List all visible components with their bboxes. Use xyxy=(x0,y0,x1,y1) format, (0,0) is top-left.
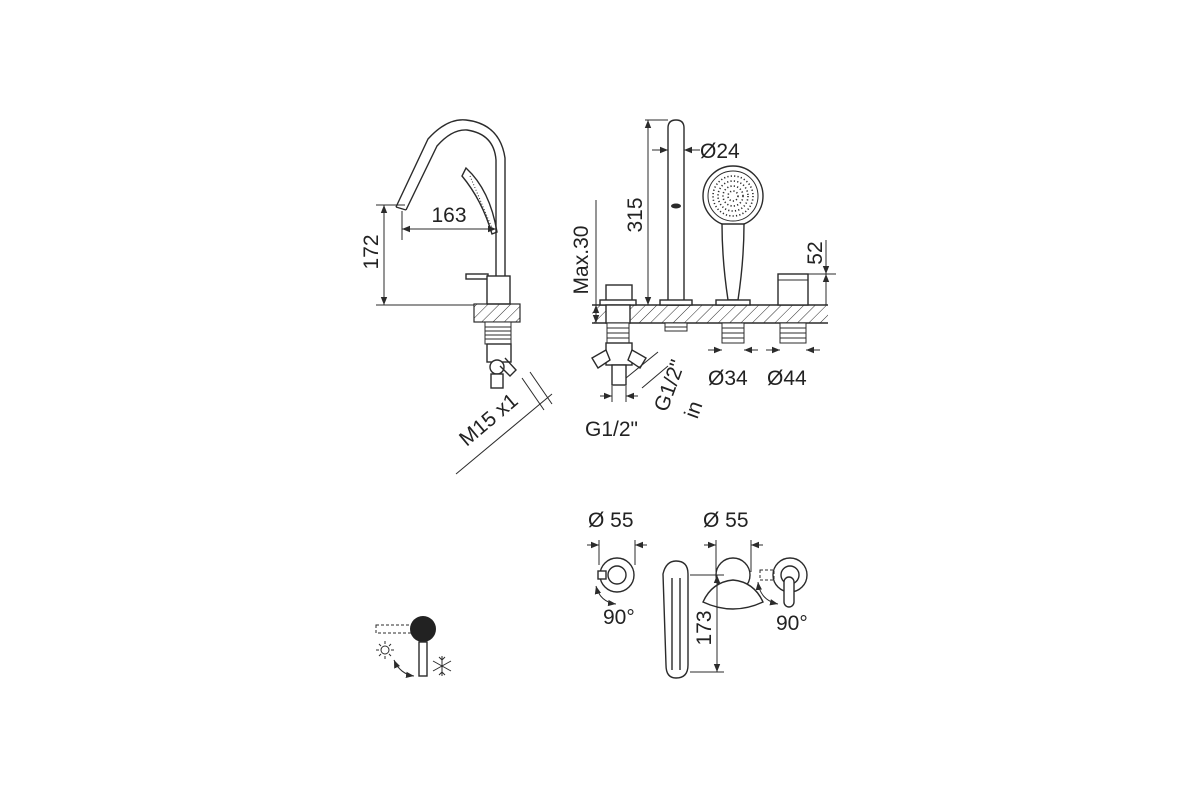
spout-top xyxy=(662,560,689,679)
deck-section-front xyxy=(592,305,828,323)
dim-spout-height-label: 315 xyxy=(624,197,647,232)
dim-mid-diameter-label: Ø 55 xyxy=(703,509,749,532)
dim-length-label: 173 xyxy=(693,610,716,645)
handle-body xyxy=(777,273,809,306)
hot-cold-legend xyxy=(375,616,452,679)
side-view: 163 172 M15 x1 xyxy=(360,119,553,475)
spout-pipe xyxy=(667,119,685,306)
dim-height-label: 172 xyxy=(360,234,383,269)
dim-spout-diameter-label: Ø24 xyxy=(700,140,740,163)
dim-handle-height-label: 52 xyxy=(804,241,827,264)
dim-left-angle-label: 90° xyxy=(603,606,635,629)
dim-right-angle-label: 90° xyxy=(776,612,808,635)
dim-left-diameter-label: Ø 55 xyxy=(588,509,634,532)
deck-section xyxy=(473,303,521,323)
dim-max-deck-label: Max.30 xyxy=(570,226,593,295)
front-view: 315 Ø24 Max.30 52 Ø34 Ø44 G1/2" G1/2" in xyxy=(570,119,836,441)
hand-shower-side xyxy=(461,166,498,235)
dim-hole-large-label: Ø44 xyxy=(767,367,807,390)
dim-hole-small-label: Ø34 xyxy=(708,367,748,390)
sun-icon xyxy=(376,641,394,659)
dim-reach-label: 163 xyxy=(431,204,466,227)
knob-icon xyxy=(410,616,436,642)
snowflake-icon xyxy=(432,656,452,676)
dim-inlet-a-label: G1/2" xyxy=(585,418,638,441)
hand-shower-head xyxy=(702,165,764,227)
top-view: Ø 55 90° Ø 55 90° 173 xyxy=(587,509,808,679)
hand-shower-top xyxy=(702,579,764,610)
dim-thread-label: M15 x1 xyxy=(455,389,523,451)
dim-inlet-b-suffix: in xyxy=(680,398,707,421)
